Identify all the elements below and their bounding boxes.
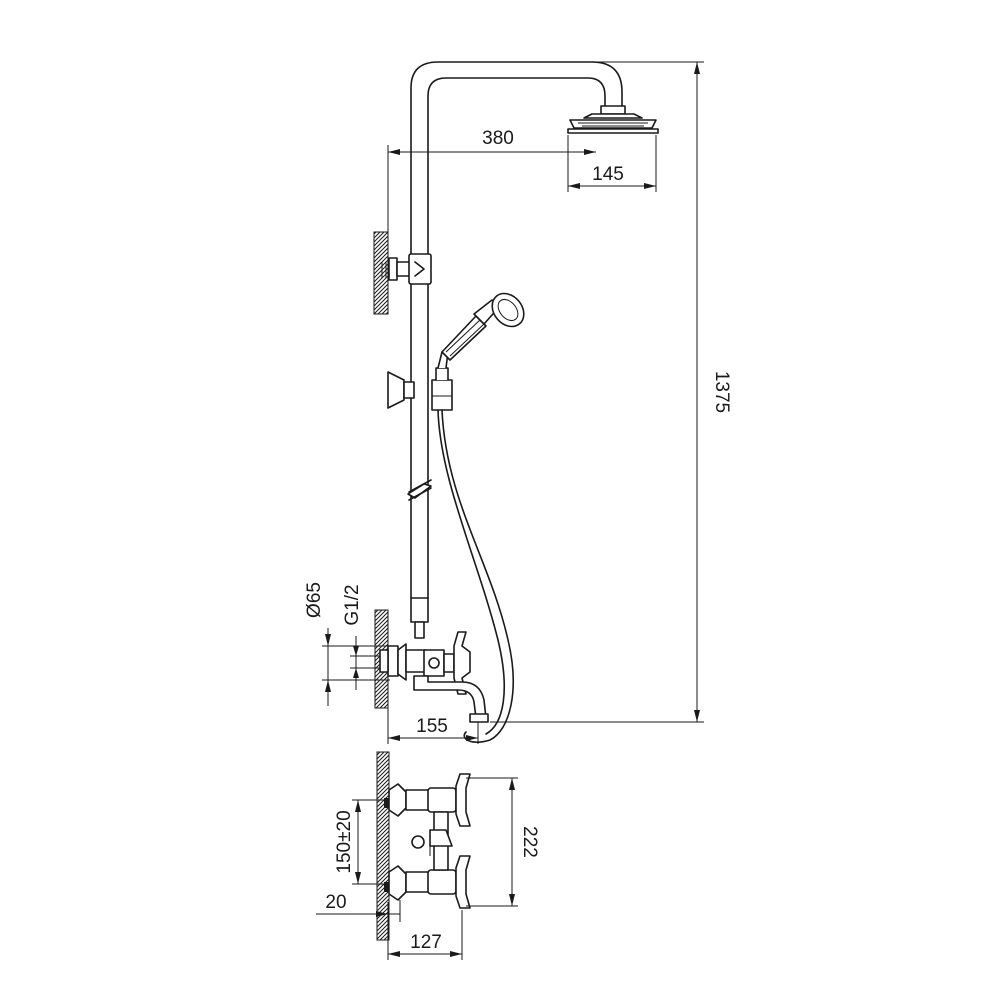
- diverter-coupling: [410, 597, 429, 623]
- bath-spout-side: [413, 675, 487, 719]
- dim-arm-reach: 380: [482, 128, 514, 149]
- mixer-front-upper-body: [427, 787, 457, 813]
- dim-total-height: 1375: [711, 371, 732, 413]
- wall-hatch-group: [373, 231, 390, 941]
- shower-hose: [441, 409, 514, 743]
- riser-pipe-inner: [427, 77, 606, 599]
- shower-hose-inner: [437, 409, 506, 735]
- dimension-labels: 380 145 1375 Ø65 G1/2 155 150±20 222 20 …: [304, 128, 732, 953]
- dim-eccentric-depth: 20: [325, 892, 346, 913]
- cross-handle-upper: [455, 773, 471, 827]
- shower-column: [381, 61, 659, 743]
- dim-center-distance: 150±20: [334, 810, 355, 873]
- hand-shower: [431, 292, 525, 411]
- dim-head-diameter: 145: [592, 164, 624, 185]
- dim-escutcheon-diameter: Ø65: [304, 582, 325, 618]
- riser-break-lines: [408, 479, 432, 501]
- mixer-front-lower-body: [427, 869, 457, 895]
- wall-hatch-top-bracket: [373, 231, 389, 315]
- dim-mixer-depth: 127: [410, 932, 442, 953]
- dim-spout-reach: 155: [416, 716, 448, 737]
- mixer-side-view: [379, 597, 489, 723]
- mixer-front-view: [384, 773, 471, 909]
- handshower-wall-holder: [387, 371, 415, 409]
- dimension-lines: [316, 61, 704, 960]
- upper-wall-bracket: [381, 253, 432, 285]
- cross-handle-lower: [455, 855, 471, 909]
- dim-thread: G1/2: [342, 584, 363, 625]
- riser-pipe-outer: [410, 61, 623, 599]
- shower-head: [567, 105, 659, 134]
- diverter-knob-front: [411, 835, 425, 849]
- dim-mixer-height: 222: [519, 826, 540, 858]
